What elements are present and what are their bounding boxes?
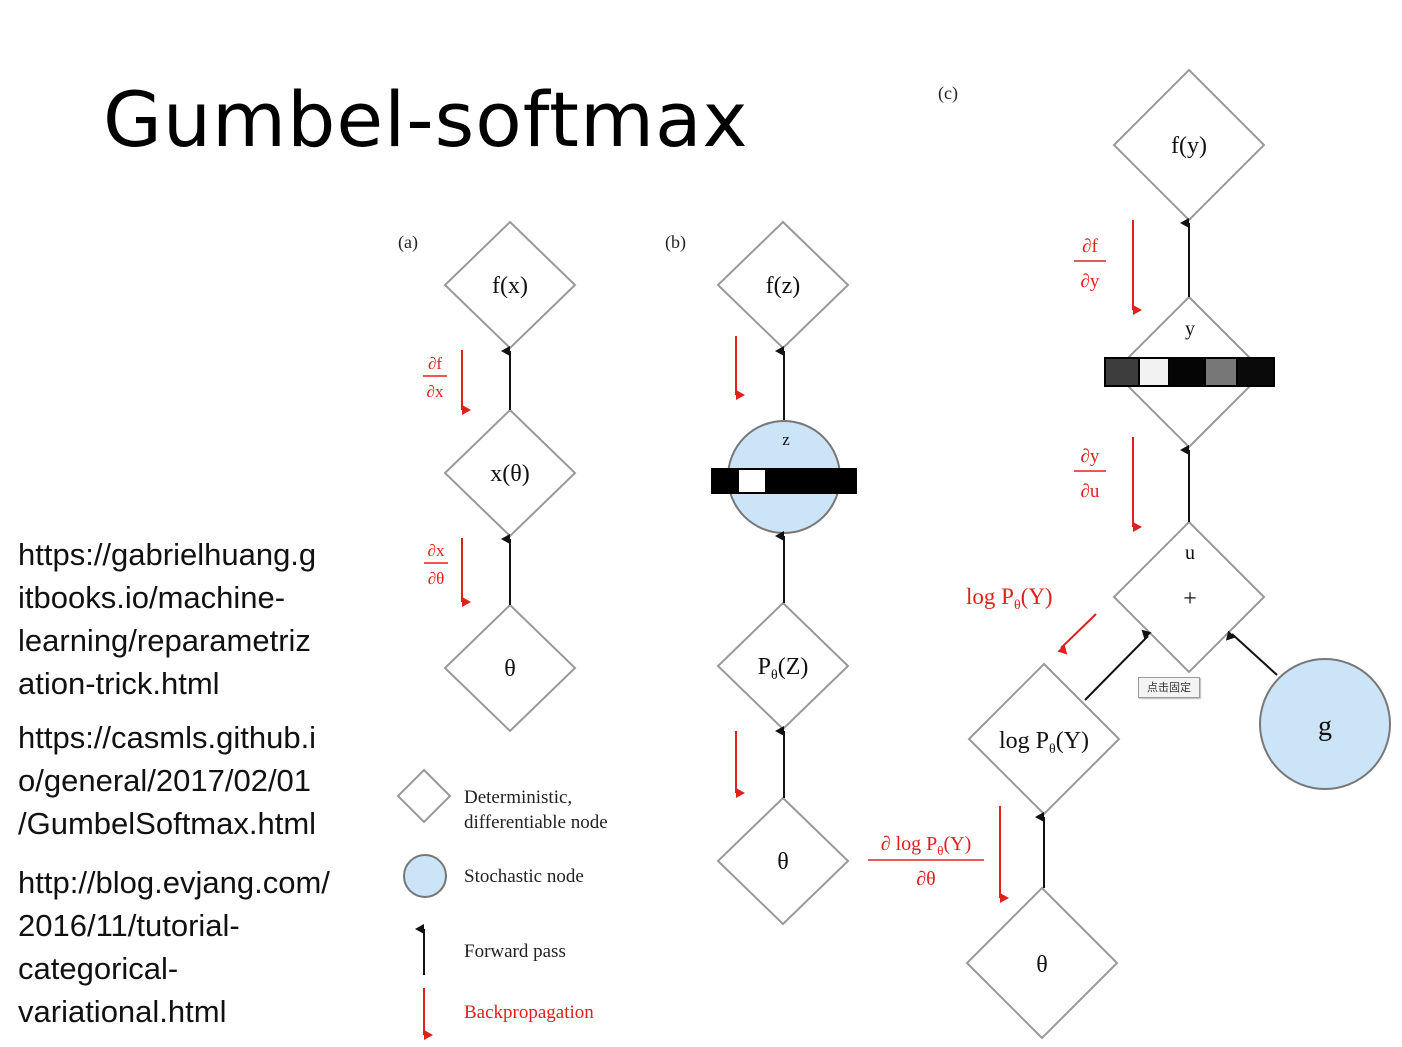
gradient-numerator: ∂f <box>1082 236 1098 257</box>
legend: Deterministic, differentiable node Stoch… <box>396 768 608 1040</box>
legend-backprop: Backpropagation <box>423 988 594 1040</box>
legend-deterministic-line1: Deterministic, <box>464 787 572 808</box>
gradient-denominator: ∂y <box>1081 271 1100 292</box>
node-theta-b-label: θ <box>777 849 789 875</box>
link-line: https://casmls.github.i <box>18 720 317 755</box>
panel-b: (b) f(z) z Pθ(Z) θ <box>665 220 857 926</box>
gradient-df-dy: ∂f ∂y <box>1074 236 1106 292</box>
gradient-dx-dtheta: ∂x ∂θ <box>424 541 448 588</box>
node-fz: f(z) <box>716 220 850 350</box>
link-line: http://blog.evjang.com/ <box>18 865 330 900</box>
legend-deterministic-line2: differentiable node <box>464 812 608 833</box>
forward-arrow <box>1225 630 1278 676</box>
link-line: itbooks.io/machine- <box>18 580 286 615</box>
link-line: 2016/11/tutorial- <box>18 908 240 943</box>
panel-c-label: (c) <box>938 83 958 104</box>
gradient-numerator: ∂ log Pθ(Y) <box>881 833 972 858</box>
link-line: https://gabrielhuang.g <box>18 537 317 572</box>
gradient-denominator: ∂θ <box>428 569 445 588</box>
node-u-label: u <box>1185 542 1195 564</box>
panel-a: (a) f(x) x(θ) θ ∂f ∂x ∂x ∂θ <box>398 220 577 733</box>
diamond-icon <box>396 768 452 824</box>
legend-stochastic-label: Stochastic node <box>464 866 584 887</box>
gradient-denominator: ∂x <box>427 382 444 401</box>
gradient-numerator: ∂y <box>1081 446 1100 467</box>
node-theta-a-label: θ <box>504 656 516 682</box>
link-line: ation-trick.html <box>18 666 220 701</box>
gradient-denominator: ∂u <box>1081 481 1100 502</box>
reference-link-3[interactable]: http://blog.evjang.com/ 2016/11/tutorial… <box>18 861 378 1033</box>
node-p-theta-z-label: Pθ(Z) <box>758 654 809 683</box>
legend-backprop-label: Backpropagation <box>464 1002 594 1023</box>
node-z-label: z <box>782 430 790 449</box>
reference-link-2[interactable]: https://casmls.github.i o/general/2017/0… <box>18 716 378 845</box>
legend-forward: Forward pass <box>415 924 566 975</box>
gradient-dlogp-dtheta: ∂ log Pθ(Y) ∂θ <box>868 833 984 890</box>
backprop-arrow <box>1057 613 1097 655</box>
node-log-p-label: log Pθ(Y) <box>999 728 1089 757</box>
node-fx: f(x) <box>443 220 577 350</box>
node-theta-b: θ <box>716 796 850 926</box>
link-line: /GumbelSoftmax.html <box>18 806 317 841</box>
gradient-denominator: ∂θ <box>916 868 935 890</box>
plus-sign: + <box>1183 586 1197 612</box>
node-y: y <box>1104 295 1275 449</box>
node-g-label: g <box>1318 711 1332 742</box>
node-theta-c-label: θ <box>1036 952 1048 978</box>
node-theta-a: θ <box>443 603 577 733</box>
node-theta-c: θ <box>965 886 1119 1040</box>
pin-tooltip-button[interactable]: 点击固定 <box>1138 677 1200 698</box>
red-log-p-text: log Pθ(Y) <box>966 584 1053 613</box>
gradient-numerator: ∂f <box>428 354 442 373</box>
node-u: u + <box>1112 520 1266 674</box>
panel-a-label: (a) <box>398 232 418 253</box>
forward-arrow <box>1084 629 1152 701</box>
slide-title: Gumbel-softmax <box>103 75 749 164</box>
node-fx-label: f(x) <box>492 273 528 299</box>
node-z-stochastic: z <box>711 420 857 534</box>
panel-c: (c) f(y) y u + log Pθ(Y) g <box>868 68 1391 1040</box>
panel-b-label: (b) <box>665 232 686 253</box>
link-line: o/general/2017/02/01 <box>18 763 312 798</box>
node-x-theta: x(θ) <box>443 408 577 538</box>
gradient-dy-du: ∂y ∂u <box>1074 446 1106 502</box>
link-line: variational.html <box>18 994 227 1029</box>
node-x-theta-label: x(θ) <box>490 461 529 487</box>
node-fy-label: f(y) <box>1171 133 1207 159</box>
link-line: learning/reparametriz <box>18 623 311 658</box>
node-fy: f(y) <box>1112 68 1266 222</box>
reference-link-1[interactable]: https://gabrielhuang.g itbooks.io/machin… <box>18 533 378 705</box>
gradient-numerator: ∂x <box>428 541 445 560</box>
node-fz-label: f(z) <box>766 273 801 299</box>
gradient-df-dx: ∂f ∂x <box>423 354 447 401</box>
node-log-p-theta-y: log Pθ(Y) <box>967 662 1121 816</box>
red-log-p-label: log Pθ(Y) <box>966 584 1053 613</box>
node-g: g <box>1259 658 1391 790</box>
node-y-label: y <box>1185 318 1195 340</box>
circle-icon <box>403 854 447 898</box>
link-line: categorical- <box>18 951 179 986</box>
legend-stochastic: Stochastic node <box>403 854 584 898</box>
node-p-theta-z: Pθ(Z) <box>716 601 850 731</box>
legend-deterministic: Deterministic, differentiable node <box>396 768 608 833</box>
legend-forward-label: Forward pass <box>464 941 566 962</box>
